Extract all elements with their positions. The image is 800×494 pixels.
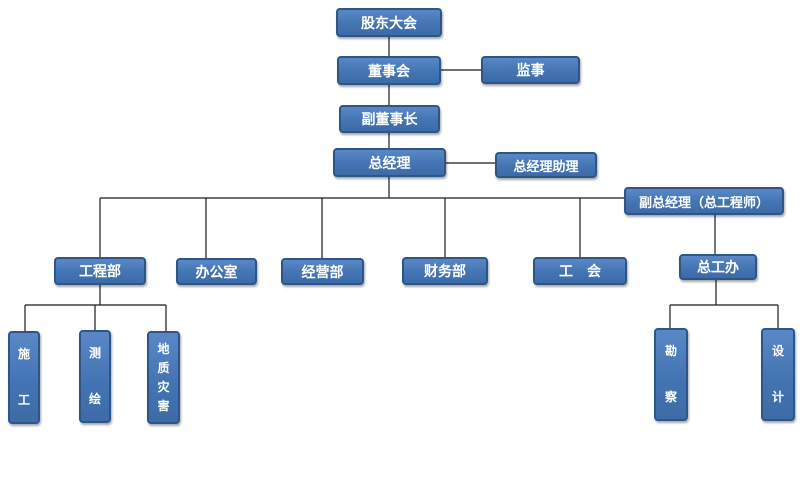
node-board[interactable]: 董事会 [337, 56, 441, 85]
node-surveying[interactable]: 测 绘 [79, 330, 111, 423]
node-design[interactable]: 设 计 [761, 328, 795, 421]
node-finance[interactable]: 财务部 [402, 257, 488, 285]
node-chief-engineer-office[interactable]: 总工办 [679, 254, 757, 280]
node-gm-assistant[interactable]: 总经理助理 [495, 152, 597, 178]
node-supervisor[interactable]: 监事 [481, 56, 580, 84]
node-construction[interactable]: 施 工 [8, 331, 40, 424]
node-vice-chairman[interactable]: 副董事长 [339, 105, 440, 133]
node-shareholders[interactable]: 股东大会 [336, 8, 442, 37]
node-operations[interactable]: 经营部 [281, 258, 364, 285]
node-gm[interactable]: 总经理 [333, 148, 446, 177]
node-union[interactable]: 工 会 [533, 257, 627, 285]
node-exploration[interactable]: 勘 察 [654, 328, 688, 421]
node-geo-hazard[interactable]: 地 质 灾 害 [147, 331, 180, 424]
node-engineering[interactable]: 工程部 [54, 257, 146, 285]
node-office[interactable]: 办公室 [176, 258, 257, 285]
node-deputy-gm[interactable]: 副总经理（总工程师） [624, 187, 784, 215]
